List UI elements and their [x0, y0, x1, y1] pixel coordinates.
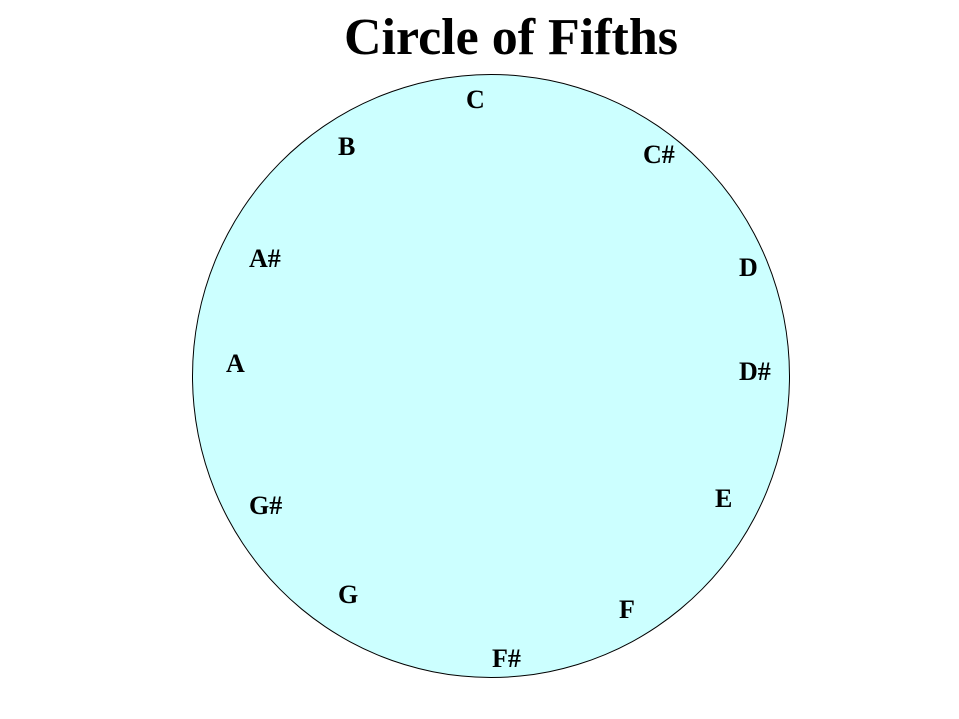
- circle-of-fifths-circle: [192, 74, 790, 678]
- note-label-a-sharp: A#: [249, 244, 281, 273]
- diagram-title: Circle of Fifths: [343, 9, 679, 66]
- note-label-f-sharp: F#: [492, 644, 521, 673]
- note-label-g-sharp: G#: [249, 491, 283, 520]
- note-label-d-sharp: D#: [739, 357, 771, 386]
- note-label-d: D: [739, 253, 758, 282]
- note-label-f: F: [619, 595, 635, 624]
- note-label-c-sharp: C#: [643, 140, 675, 169]
- note-label-a: A: [226, 349, 245, 378]
- note-label-g: G: [338, 580, 359, 609]
- note-label-e: E: [715, 484, 733, 513]
- note-label-b: B: [338, 132, 356, 161]
- note-label-c: C: [466, 85, 485, 114]
